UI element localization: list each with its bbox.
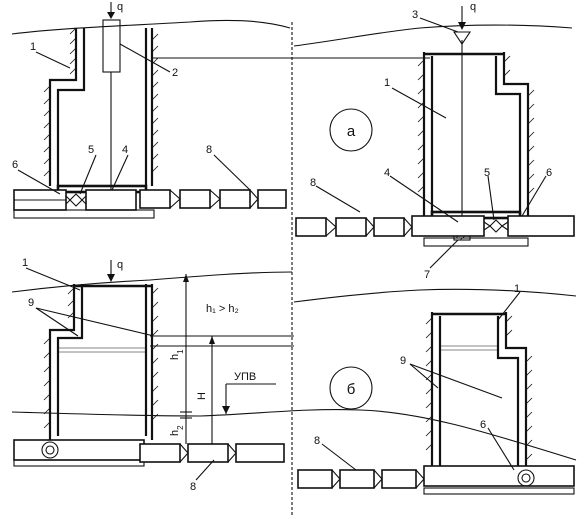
well-outer-wall	[48, 28, 154, 186]
label-8: 8	[310, 177, 316, 189]
label-1: 1	[384, 77, 390, 89]
label-6: 6	[480, 419, 486, 431]
dim-H: H	[196, 392, 208, 400]
well-inner-wall	[56, 28, 148, 186]
well-outer-wall	[422, 52, 530, 226]
ground-line	[11, 19, 291, 35]
well-inner-wall	[56, 284, 148, 436]
inequality-label: h₁ > h₂	[206, 303, 239, 315]
q-arrowhead	[107, 12, 115, 19]
upv-label: УПВ	[234, 371, 256, 383]
valve-handle-box	[102, 19, 121, 73]
hatching	[43, 287, 159, 429]
label-6: 6	[12, 159, 18, 171]
hatching	[43, 27, 159, 177]
outlet-6-icon	[41, 441, 59, 459]
hatching	[417, 55, 535, 195]
well-inner-wall	[430, 56, 522, 214]
hatching	[425, 315, 533, 461]
water-fill	[440, 345, 498, 351]
groundwater-level-line	[11, 409, 577, 461]
label-9: 9	[28, 297, 34, 309]
label-3: 3	[412, 9, 418, 21]
dim-h1: h1	[169, 349, 185, 360]
q-arrowhead	[458, 22, 466, 30]
label-8: 8	[206, 144, 212, 156]
panel-b-left-well: УПВ h1 H h2 h₁ > h₂ 1 9 8 q	[11, 257, 577, 493]
dim-h2: h2	[169, 425, 185, 436]
label-8: 8	[190, 481, 196, 493]
label-1: 1	[514, 283, 520, 295]
label-5: 5	[484, 167, 490, 179]
label-q: q	[470, 1, 476, 13]
label-8: 8	[314, 435, 320, 447]
panel-a-right-well: а 3 1 8 4 5 6 7 q	[293, 1, 575, 281]
label-4: 4	[122, 144, 128, 156]
label-6: 6	[546, 167, 552, 179]
label-4: 4	[384, 167, 390, 179]
well-outer-wall	[430, 312, 528, 472]
valve-5-icon	[69, 193, 83, 207]
valve-5-icon	[489, 219, 503, 233]
outlet-pipe-right	[411, 215, 485, 237]
well-outer-wall	[48, 284, 154, 440]
water-fill	[58, 347, 146, 353]
funnel-3-icon	[452, 31, 472, 45]
label-q: q	[117, 259, 123, 271]
panel-b-right-well: б 1 9 8 6	[293, 283, 577, 495]
drain-pipe-8-bottom-left	[139, 443, 285, 463]
section-b-marker	[329, 366, 373, 410]
drain-pipe-8-bottom-right	[297, 469, 425, 489]
label-1: 1	[22, 257, 28, 269]
ground-line	[293, 24, 573, 47]
drain-pipe-8-top-left	[139, 189, 287, 209]
label-9: 9	[400, 355, 406, 367]
section-a-label: а	[347, 123, 356, 140]
well-inner-wall	[438, 316, 520, 466]
panel-a-left-well: 1 2 5 4 6 8 q	[11, 1, 291, 219]
ground-line	[293, 288, 577, 303]
outlet-6-icon	[517, 469, 535, 487]
ground-line	[11, 271, 293, 293]
label-7: 7	[424, 269, 430, 281]
label-5: 5	[88, 144, 94, 156]
label-1: 1	[30, 41, 36, 53]
section-b-label: б	[347, 381, 356, 398]
label-q: q	[117, 1, 123, 13]
label-2: 2	[172, 67, 178, 79]
section-a-marker	[329, 108, 373, 152]
q-arrowhead	[107, 274, 115, 282]
